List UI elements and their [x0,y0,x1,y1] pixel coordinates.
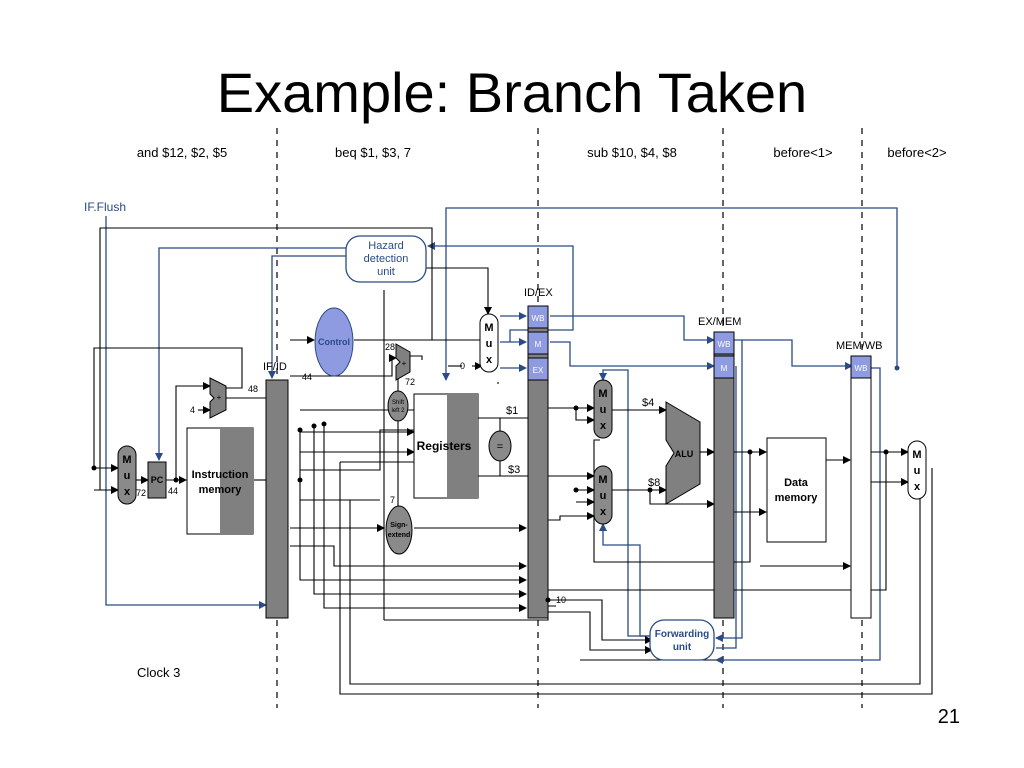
writeback-mux: M u x [907,440,927,500]
svg-text:extend: extend [388,532,411,539]
if-flush-label: IF.Flush [84,200,126,214]
val-72b: 72 [405,377,415,387]
stage-mem-instr: before<1> [773,145,832,160]
pc-adder: + [209,377,227,419]
alu-mux-a: M u x [593,379,613,439]
registers: Registers [413,393,479,499]
svg-text:M: M [598,388,607,400]
val-r1: $1 [506,405,518,417]
svg-text:left 2: left 2 [391,408,405,414]
shift-left-2: Shift left 2 [387,390,409,422]
svg-text:WB: WB [855,364,868,373]
svg-text:M: M [535,340,542,349]
val-r3: $3 [508,464,520,476]
svg-text:Registers: Registers [417,439,472,453]
svg-text:x: x [600,420,607,432]
svg-text:EX: EX [533,366,544,375]
data-memory: Data memory [766,437,827,543]
id-ex-register: WB M EX [527,305,549,619]
svg-text:u: u [124,470,131,482]
svg-text:detection: detection [364,253,409,265]
svg-text:Sign-: Sign- [390,522,408,529]
wire-junctions [91,405,889,603]
id-ex-label: ID/EX [524,287,553,299]
control-wires [105,207,898,664]
svg-text:WB: WB [718,340,731,349]
val-0: 0 [460,361,465,371]
svg-text:M: M [484,322,493,334]
equal-comparator: = [488,430,512,462]
val-48: 48 [248,384,258,394]
svg-text:+: + [217,393,222,402]
slide-title: Example: Branch Taken [216,61,808,124]
svg-text:PC: PC [151,475,164,485]
control-unit: Control [314,307,354,377]
if-id-register [265,379,289,619]
svg-text:u: u [600,490,607,502]
val-44-pc: 44 [168,486,178,496]
svg-text:+: + [402,359,407,368]
svg-text:x: x [124,486,131,498]
svg-text:M: M [598,474,607,486]
svg-text:memory: memory [199,484,243,496]
svg-text:WB: WB [532,314,545,323]
pc-mux: M u x [117,445,137,505]
svg-text:u: u [486,338,493,350]
svg-text:u: u [914,465,921,477]
svg-text:memory: memory [775,492,819,504]
stage-if-instr: and $12, $2, $5 [137,145,227,160]
svg-text:unit: unit [673,642,692,653]
svg-text:Instruction: Instruction [192,469,249,481]
svg-text:unit: unit [377,266,395,278]
svg-text:x: x [600,506,607,518]
pc-register: PC [147,461,167,499]
stage-ex-instr: sub $10, $4, $8 [587,145,677,160]
svg-text:M: M [912,449,921,461]
svg-text:Data: Data [784,477,809,489]
mem-wb-register: WB [850,355,872,619]
blue-junction [894,365,900,371]
control-mux: M u x [479,313,499,373]
page-number: 21 [937,706,960,728]
alu: ALU [665,401,701,505]
svg-text:u: u [600,404,607,416]
val-28: 28 [385,342,395,352]
svg-text:x: x [486,354,493,366]
svg-text:Shift: Shift [392,400,404,406]
datapath-wires [93,227,933,695]
svg-text:Forwarding: Forwarding [655,629,709,640]
stage-wb-instr: before<2> [887,145,946,160]
instruction-memory: Instruction memory [186,427,254,535]
mem-wb-label: MEM/WB [836,340,882,352]
val-44-ifid: 44 [302,372,312,382]
svg-text:M: M [122,454,131,466]
val-10: 10 [556,595,566,605]
svg-text:x: x [914,481,921,493]
forwarding-unit: Forwarding unit [649,619,715,661]
if-id-label: IF/ID [263,361,287,373]
clock-label: Clock 3 [137,665,180,680]
branch-adder: + [395,343,411,381]
val-72: 72 [136,488,146,498]
stage-id-instr: beq $1, $3, 7 [335,145,411,160]
svg-text:=: = [497,441,503,453]
val-r8: $8 [648,477,660,489]
svg-text:ALU: ALU [675,449,694,459]
hazard-detection-unit: Hazard detection unit [345,235,427,283]
alu-mux-b: M u x [593,465,613,525]
ex-mem-register: WB M [713,331,735,619]
stage-dividers [276,128,863,708]
sign-extend: Sign- extend [385,505,413,555]
ex-mem-label: EX/MEM [698,316,741,328]
svg-text:M: M [721,364,728,373]
val-7: 7 [390,495,395,505]
svg-text:Hazard: Hazard [368,240,403,252]
svg-text:Control: Control [318,337,350,347]
val-4: 4 [190,405,195,415]
val-r4: $4 [642,397,654,409]
